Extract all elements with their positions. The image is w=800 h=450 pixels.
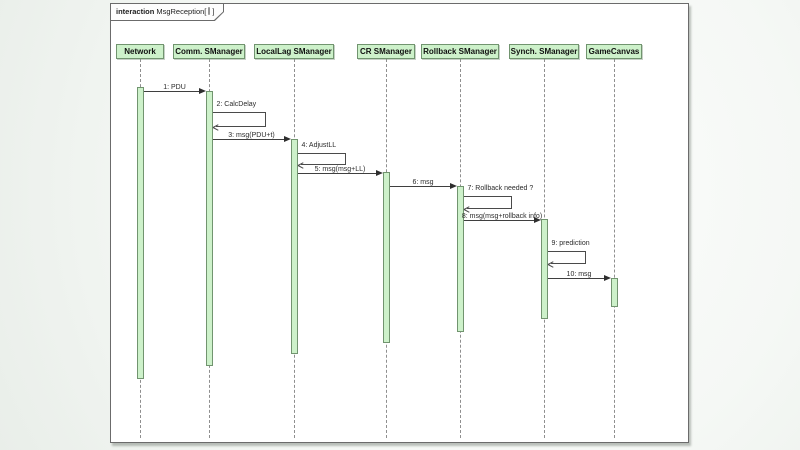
interaction-frame: interaction MsgReception[ ] Network Comm.… (110, 3, 689, 443)
self-message[interactable]: 2: CalcDelay (212, 101, 266, 127)
self-message-line (547, 251, 586, 252)
frame-title-text: interaction MsgReception[ ] (111, 4, 223, 20)
lifeline-label: GameCanvas (588, 47, 640, 56)
lifeline-head[interactable]: Network (116, 44, 164, 59)
message-label: 5: msg(msg+LL) (314, 166, 366, 173)
self-message-line (463, 196, 512, 197)
message-label: 2: CalcDelay (216, 101, 257, 108)
activation-bar[interactable] (136, 87, 144, 379)
self-message-line (466, 208, 512, 209)
arrowhead-icon (198, 88, 206, 94)
lifeline-head[interactable]: LocalLag SManager (254, 44, 334, 59)
open-arrowhead-icon (213, 124, 219, 131)
message-line (463, 220, 536, 221)
message-arrow[interactable]: 8: msg(msg+rollback info) (462, 213, 542, 223)
arrowhead-icon (533, 217, 541, 223)
self-message-line (264, 112, 266, 127)
lifeline-head[interactable]: GameCanvas (586, 44, 642, 59)
sequence-diagram: Network Comm. SManager LocalLag SManager CR… (111, 4, 688, 442)
message-label: 3: msg(PDU+t) (228, 132, 275, 139)
message-label: 4: AdjustLL (301, 142, 337, 149)
lifeline-head[interactable]: Synch. SManager (509, 44, 579, 59)
self-message[interactable]: 7: Rollback needed ? (463, 185, 533, 209)
arrowhead-icon (603, 275, 611, 281)
activation-bar[interactable] (290, 139, 298, 354)
activation-bar[interactable] (382, 172, 390, 343)
frame-keyword: interaction (116, 6, 155, 16)
message-label: 8: msg(msg+rollback info) (461, 213, 543, 220)
activation-bar[interactable] (205, 91, 213, 366)
lifeline-label: CR SManager (359, 47, 412, 56)
lifeline-head[interactable]: Comm. SManager (173, 44, 245, 59)
frame-title-tab[interactable]: interaction MsgReception[ ] (110, 3, 224, 21)
activation-bar[interactable] (540, 219, 548, 319)
self-message-line (550, 263, 586, 264)
arrowhead-icon (283, 136, 291, 142)
message-arrow[interactable]: 1: PDU (143, 84, 206, 94)
message-line (143, 91, 201, 92)
frame-title-close: ] (212, 6, 215, 16)
self-message-line (584, 251, 586, 264)
self-message[interactable]: 9: prediction (547, 240, 590, 264)
lifeline-label: Rollback SManager (423, 47, 497, 56)
message-arrow[interactable]: 6: msg (389, 179, 457, 189)
arrowhead-icon (375, 170, 383, 176)
self-message-line (344, 153, 346, 165)
message-arrow[interactable]: 5: msg(msg+LL) (297, 166, 383, 176)
self-message[interactable]: 4: AdjustLL (297, 142, 346, 165)
message-line (297, 173, 378, 174)
message-line (212, 139, 286, 140)
message-line (547, 278, 606, 279)
diagram-icon (208, 7, 211, 15)
arrowhead-icon (449, 183, 457, 189)
activation-bar[interactable] (610, 278, 618, 307)
self-message-line (297, 153, 346, 154)
open-arrowhead-icon (298, 162, 304, 169)
self-message-line (215, 126, 266, 127)
lifeline-label: Comm. SManager (175, 47, 243, 56)
activation-bar[interactable] (456, 186, 464, 332)
self-message-line (212, 112, 266, 113)
message-label: 10: msg (566, 271, 592, 278)
lifeline-label: Synch. SManager (510, 47, 578, 56)
lifeline-line (613, 59, 615, 438)
message-label: 6: msg (412, 179, 434, 186)
message-arrow[interactable]: 3: msg(PDU+t) (212, 132, 291, 142)
lifeline-label: LocalLag SManager (256, 47, 332, 56)
message-label: 7: Rollback needed ? (467, 185, 534, 192)
message-label: 1: PDU (163, 84, 186, 91)
open-arrowhead-icon (548, 261, 554, 268)
open-arrowhead-icon (464, 206, 470, 213)
message-label: 9: prediction (551, 240, 590, 247)
message-line (389, 186, 452, 187)
message-arrow[interactable]: 10: msg (547, 271, 611, 281)
self-message-line (300, 164, 346, 165)
frame-title: MsgReception[ (156, 6, 207, 16)
lifeline-label: Network (124, 47, 156, 56)
self-message-line (510, 196, 512, 209)
lifeline-head[interactable]: Rollback SManager (421, 44, 499, 59)
lifeline-head[interactable]: CR SManager (357, 44, 415, 59)
